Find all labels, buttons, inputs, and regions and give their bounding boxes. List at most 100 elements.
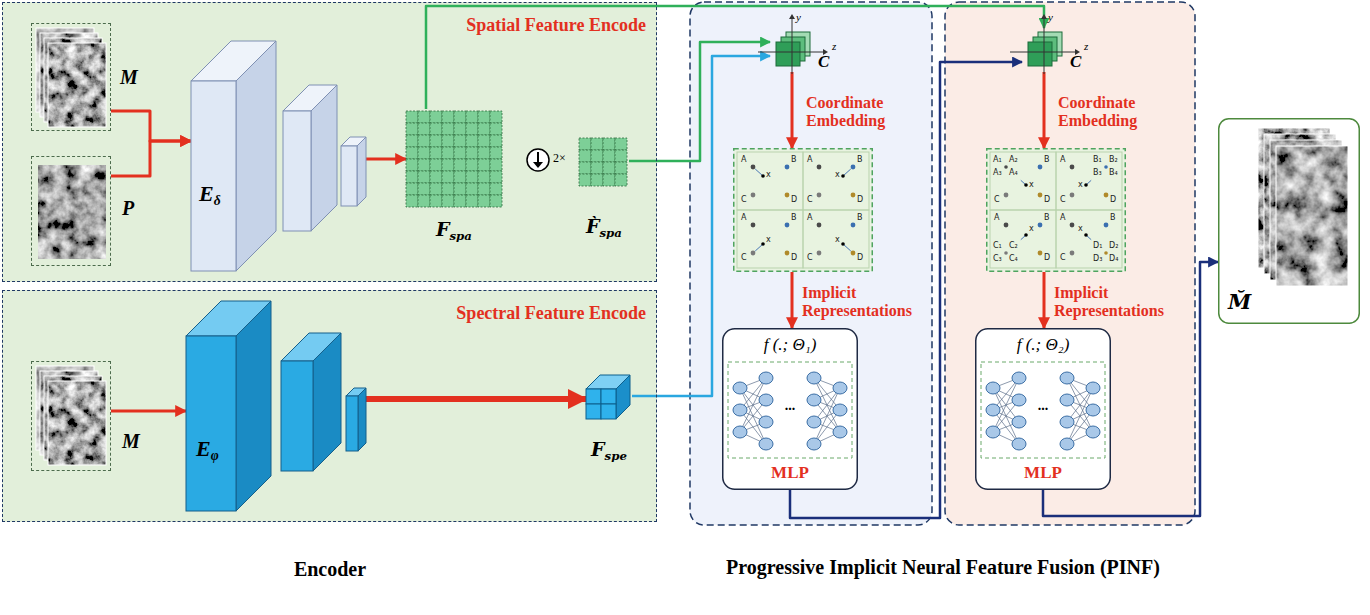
neuron bbox=[807, 372, 821, 384]
feature-cell bbox=[418, 123, 430, 135]
edge-label: Coordinate Embedding bbox=[806, 94, 931, 131]
feature-cell bbox=[478, 171, 490, 183]
edge-label: Implicit Representations bbox=[1054, 284, 1179, 321]
grid-point bbox=[751, 223, 756, 228]
block-side bbox=[311, 85, 337, 231]
grid-point bbox=[1070, 251, 1075, 256]
grid-point bbox=[817, 251, 822, 256]
feature-cell bbox=[442, 111, 454, 123]
feature-cell bbox=[490, 135, 502, 147]
grid-point-label: D bbox=[1044, 254, 1050, 263]
grid-point-label: A bbox=[1060, 214, 1065, 223]
volume-slice bbox=[776, 42, 800, 66]
grid-point-label: B₄ bbox=[1109, 169, 1118, 178]
feature-cell bbox=[406, 123, 418, 135]
cube-side bbox=[616, 375, 630, 419]
grid-point-label: C bbox=[807, 196, 813, 205]
grid-point bbox=[1038, 165, 1043, 170]
feature-cell bbox=[430, 147, 442, 159]
band-title: Spectral Feature Encode bbox=[456, 303, 646, 324]
section-title: Encoder bbox=[230, 558, 430, 581]
feature-cell bbox=[406, 159, 418, 171]
neuron bbox=[1086, 426, 1100, 438]
function-label: f (.; Θ₁) bbox=[764, 335, 817, 355]
fusion-panel bbox=[945, 2, 1195, 525]
axis-head bbox=[1041, 14, 1047, 19]
feature-cell bbox=[603, 162, 615, 174]
downsample-symbol bbox=[527, 149, 549, 171]
feature-cell bbox=[466, 111, 478, 123]
grid-point-label: x bbox=[1029, 181, 1034, 190]
feature-cell bbox=[478, 147, 490, 159]
feature-cell bbox=[430, 135, 442, 147]
feature-symbol: Fspa bbox=[436, 219, 472, 243]
mlp-label: MLP bbox=[1024, 463, 1062, 483]
band-ground bbox=[2, 2, 657, 282]
grid-point-label: A₄ bbox=[1009, 169, 1018, 178]
block-front bbox=[346, 396, 358, 451]
query-point bbox=[761, 174, 765, 178]
output-frame bbox=[1219, 119, 1360, 324]
neuron bbox=[759, 394, 773, 406]
connector bbox=[111, 141, 191, 176]
feature-cell bbox=[418, 159, 430, 171]
grid-point-label: x bbox=[835, 236, 840, 245]
connector bbox=[1043, 272, 1046, 328]
feature-cube: Fspe bbox=[586, 373, 632, 419]
node-illustration bbox=[191, 41, 366, 276]
feature-cell bbox=[591, 150, 603, 162]
grid-point-label: B₃ bbox=[1093, 169, 1102, 178]
block-front bbox=[186, 336, 236, 511]
channel-label: C bbox=[818, 52, 829, 72]
grid-point bbox=[851, 223, 856, 228]
cube-face bbox=[586, 389, 601, 404]
neuron bbox=[733, 426, 747, 438]
mlp-frame bbox=[723, 329, 858, 490]
grid-cell bbox=[1056, 210, 1122, 268]
grid-point-label: C bbox=[741, 254, 747, 263]
feature-cell bbox=[490, 171, 502, 183]
input-image: P bbox=[31, 156, 111, 266]
feature-map: Fspa bbox=[406, 109, 502, 209]
feature-cell bbox=[442, 123, 454, 135]
feature-cell bbox=[603, 138, 615, 150]
grid-point bbox=[1104, 223, 1109, 228]
grid-point-label: B₁ bbox=[1093, 156, 1102, 165]
grid-point bbox=[1104, 251, 1108, 255]
axis-line bbox=[1044, 16, 1045, 74]
feature-cell bbox=[591, 174, 603, 186]
feature-cell bbox=[442, 147, 454, 159]
neuron bbox=[733, 404, 747, 416]
image-symbol: M bbox=[120, 66, 138, 89]
feature-cell bbox=[478, 183, 490, 195]
feature-cell bbox=[442, 195, 454, 207]
grid-point bbox=[851, 165, 856, 170]
band-image bbox=[48, 381, 106, 465]
fused-image-edge bbox=[1276, 146, 1348, 286]
grid-point-label: D bbox=[791, 196, 797, 205]
grid-point-label: C₃ bbox=[993, 255, 1002, 264]
text-part: spa bbox=[600, 226, 622, 240]
feature-cell bbox=[490, 147, 502, 159]
grid-point-label: B bbox=[1044, 214, 1050, 223]
downsample-circle bbox=[527, 149, 549, 171]
grid-point-label: C₁ bbox=[993, 242, 1002, 251]
network-frame bbox=[981, 362, 1105, 458]
feature-cell bbox=[466, 159, 478, 171]
grid-cell bbox=[737, 210, 803, 268]
connector bbox=[366, 158, 406, 161]
feature-cell bbox=[454, 123, 466, 135]
feature-cell bbox=[478, 123, 490, 135]
feature-cell bbox=[591, 138, 603, 150]
feature-cell bbox=[478, 135, 490, 147]
axis-line bbox=[1010, 52, 1078, 53]
grid-point-label: D bbox=[857, 196, 863, 205]
neuron bbox=[1060, 438, 1074, 450]
text-part: spa bbox=[450, 229, 472, 243]
axis-label: z bbox=[1084, 40, 1088, 53]
feature-cell bbox=[406, 135, 418, 147]
axis-label: y bbox=[796, 11, 801, 24]
feature-cell bbox=[603, 174, 615, 186]
grid-point-label: B bbox=[857, 156, 863, 165]
grid-cell bbox=[990, 152, 1056, 210]
